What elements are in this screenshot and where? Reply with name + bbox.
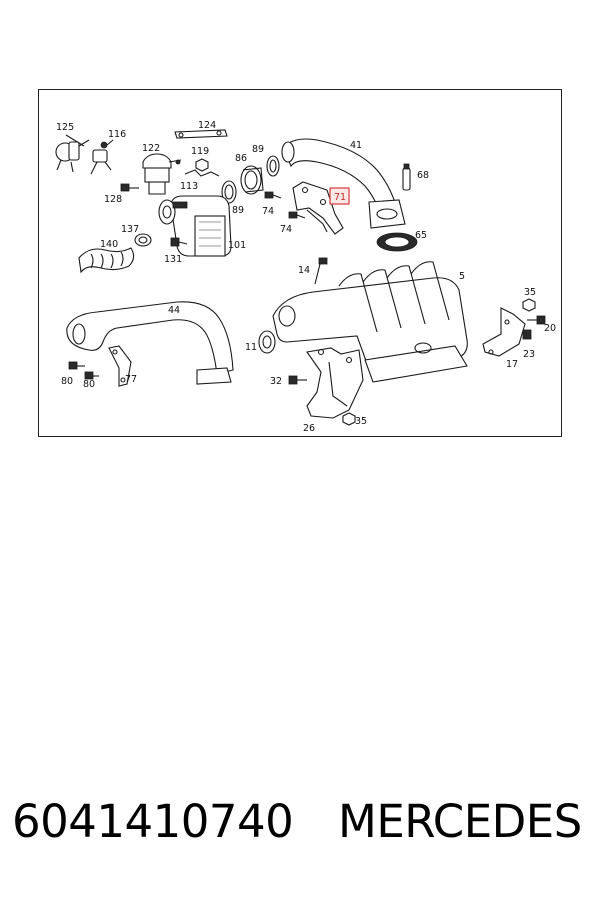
callout-74-lower: 74 bbox=[280, 224, 292, 235]
callout-101: 101 bbox=[228, 240, 246, 251]
part-65-seal-ring bbox=[376, 232, 418, 252]
part-80-screw-upper bbox=[68, 361, 85, 370]
part-35-nut-lower bbox=[342, 412, 356, 426]
part-122-actuator bbox=[142, 153, 182, 195]
callout-113: 113 bbox=[180, 181, 198, 192]
part-number: 6041410740 bbox=[12, 795, 294, 848]
highlight-box-71 bbox=[329, 187, 350, 205]
part-116-valve bbox=[90, 139, 114, 175]
part-74-screw-upper bbox=[264, 191, 282, 199]
callout-11: 11 bbox=[245, 342, 257, 353]
callout-89-right: 89 bbox=[252, 144, 264, 155]
exploded-parts-diagram: 125 116 124 122 119 113 128 89 86 89 41 … bbox=[55, 120, 556, 434]
callout-71: 71 bbox=[334, 192, 346, 203]
callout-119: 119 bbox=[191, 146, 209, 157]
part-5-intake-manifold bbox=[272, 261, 468, 383]
part-71-bracket bbox=[292, 181, 344, 235]
part-41-intake-pipe bbox=[281, 138, 406, 229]
callout-125: 125 bbox=[56, 122, 74, 133]
callout-122: 122 bbox=[142, 143, 160, 154]
part-119-nut bbox=[195, 158, 209, 172]
callout-140: 140 bbox=[100, 239, 118, 250]
part-137-clamp bbox=[134, 233, 152, 247]
callout-5: 5 bbox=[459, 271, 465, 282]
callout-131: 131 bbox=[164, 254, 182, 265]
part-23-nut bbox=[522, 329, 532, 340]
part-80-screw-lower bbox=[84, 371, 99, 380]
part-35-nut-upper bbox=[522, 298, 536, 312]
part-17-bracket bbox=[482, 307, 526, 357]
part-124-strip bbox=[174, 129, 228, 139]
callout-41: 41 bbox=[350, 140, 362, 151]
callout-14: 14 bbox=[298, 265, 310, 276]
callout-80-lower: 80 bbox=[83, 379, 95, 390]
part-14-stud bbox=[314, 257, 328, 285]
callout-68: 68 bbox=[417, 170, 429, 181]
callout-86: 86 bbox=[235, 153, 247, 164]
part-125-vacuum-unit bbox=[55, 134, 90, 173]
callout-124: 124 bbox=[198, 120, 216, 131]
part-44-charge-pipe bbox=[66, 301, 234, 385]
part-77-bracket bbox=[108, 345, 132, 387]
callout-74-upper: 74 bbox=[262, 206, 274, 217]
part-89-seal-right bbox=[266, 155, 280, 177]
callout-17: 17 bbox=[506, 359, 518, 370]
part-101-throttle-housing bbox=[158, 195, 232, 257]
brand-name: MERCEDES bbox=[338, 795, 582, 848]
callout-32: 32 bbox=[270, 376, 282, 387]
part-140-hose bbox=[78, 247, 135, 274]
part-11-seal bbox=[258, 330, 276, 354]
callout-35-upper: 35 bbox=[524, 287, 536, 298]
part-128-screw bbox=[120, 183, 139, 192]
callout-20: 20 bbox=[544, 323, 556, 334]
part-32-screw bbox=[288, 375, 307, 385]
part-86-flange bbox=[240, 165, 264, 195]
callout-77: 77 bbox=[125, 374, 137, 385]
callout-35-lower: 35 bbox=[355, 416, 367, 427]
callout-89-left: 89 bbox=[232, 205, 244, 216]
callout-80-upper: 80 bbox=[61, 376, 73, 387]
part-131-fitting bbox=[170, 237, 188, 247]
callout-65: 65 bbox=[415, 230, 427, 241]
part-89-seal-left bbox=[221, 180, 237, 204]
callout-116: 116 bbox=[108, 129, 126, 140]
part-26-support-bracket bbox=[306, 347, 364, 419]
part-20-screw bbox=[527, 315, 546, 325]
parts-diagram-frame: 125 116 124 122 119 113 128 89 86 89 41 … bbox=[38, 89, 562, 437]
callout-137: 137 bbox=[121, 224, 139, 235]
part-113-clip bbox=[184, 169, 220, 177]
part-74-screw-lower bbox=[288, 211, 306, 219]
part-68-sensor bbox=[402, 163, 411, 191]
callout-26: 26 bbox=[303, 423, 315, 434]
caption-bar: 6041410740 MERCEDES bbox=[0, 795, 600, 875]
callout-23: 23 bbox=[523, 349, 535, 360]
callout-44: 44 bbox=[168, 305, 180, 316]
callout-128: 128 bbox=[104, 194, 122, 205]
